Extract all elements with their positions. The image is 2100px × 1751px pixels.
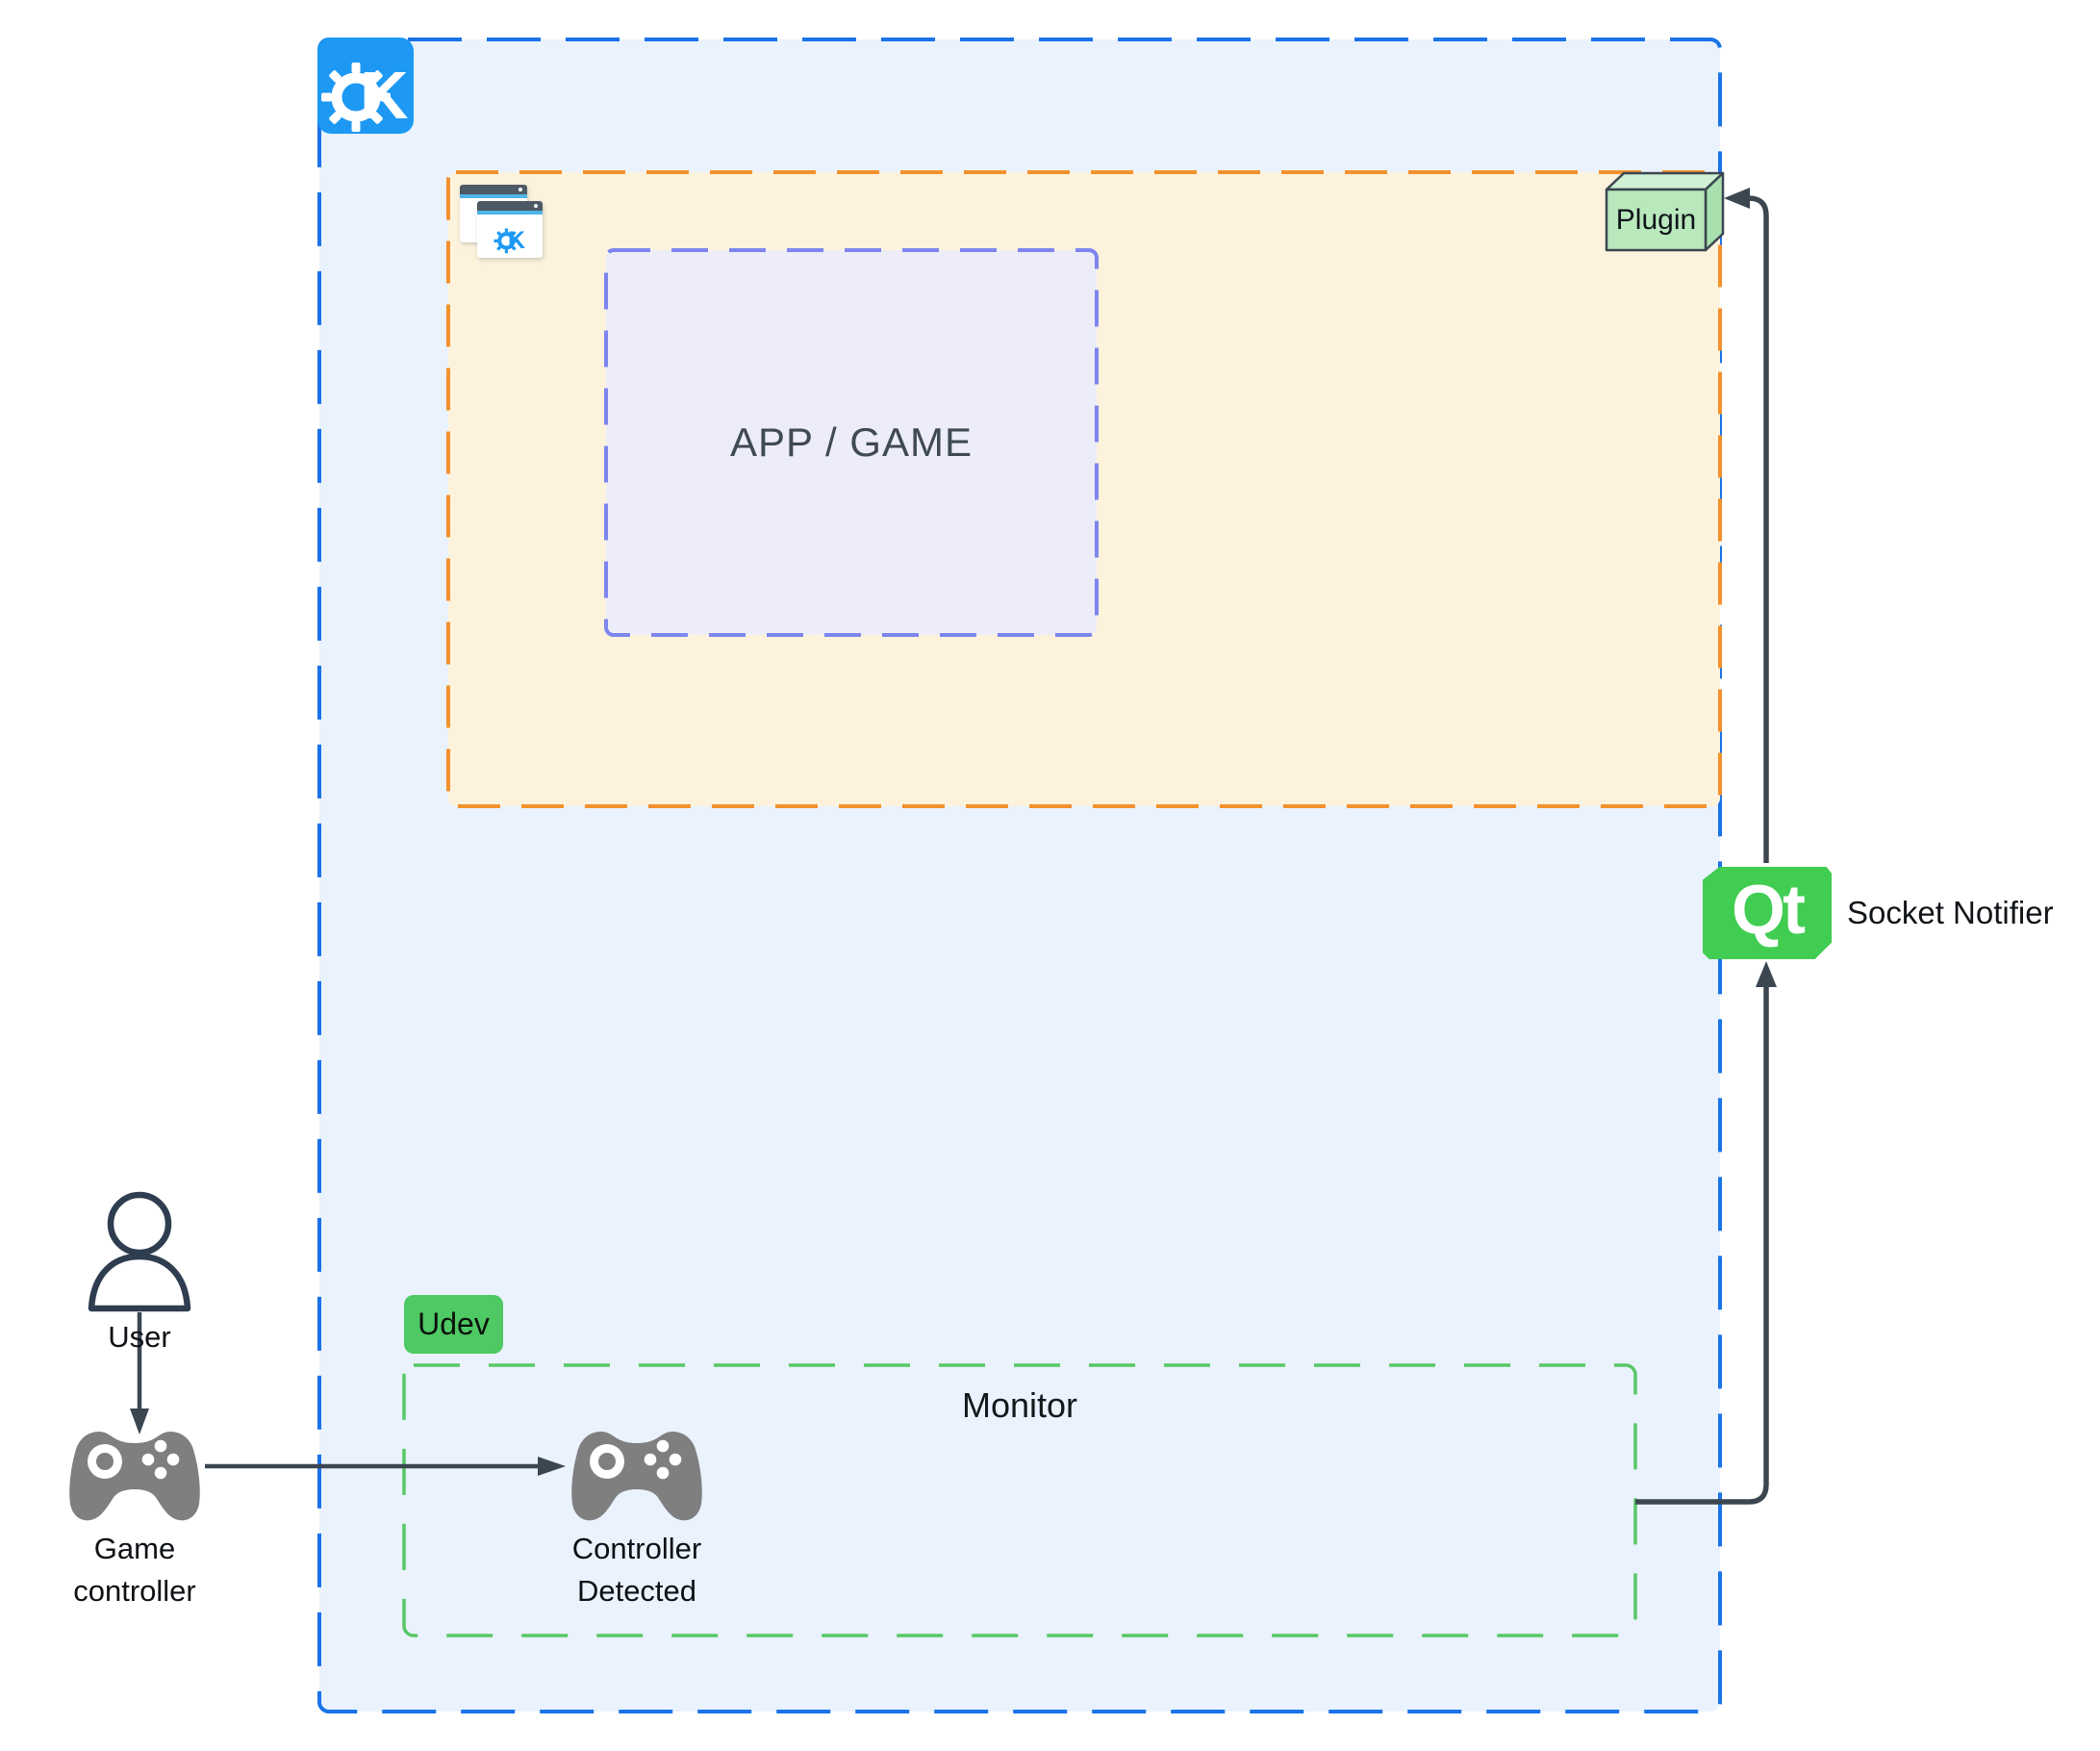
udev-badge: Udev <box>404 1295 503 1354</box>
kde-logo-letter-mini: K <box>508 227 525 254</box>
app-game-label: APP / GAME <box>730 419 973 465</box>
arrowhead-left-icon <box>1724 188 1750 209</box>
window-front: K <box>477 201 543 258</box>
kde-window-icon: K <box>460 185 548 262</box>
kde-logo-icon: K <box>317 38 414 134</box>
user-label: User <box>108 1320 171 1354</box>
game-controller-label-line1: Game <box>93 1532 176 1565</box>
controller-detected-label-line1: Controller <box>571 1532 702 1565</box>
window-accent-line <box>460 194 527 198</box>
plugin-box-top-face <box>1605 171 1725 191</box>
window-button-icon <box>519 188 522 191</box>
qt-logo-icon: Qt <box>1703 867 1832 959</box>
window-body: K <box>477 215 543 258</box>
user-icon <box>88 1191 191 1312</box>
socket-notifier-label: Socket Notifier <box>1847 895 2054 930</box>
window-button-icon <box>534 204 538 208</box>
qt-logo-text: Qt <box>1732 872 1806 949</box>
controller-detected-label-line2: Detected <box>576 1574 697 1608</box>
window-accent-line <box>477 211 543 215</box>
gamepad-icon <box>69 1432 200 1521</box>
arrowhead-right-icon <box>538 1457 566 1476</box>
connector-monitor-to-socket-notifier <box>1635 985 1769 1505</box>
game-controller-label-line2: controller <box>73 1574 196 1608</box>
app-game-box <box>604 248 1099 637</box>
window-titlebar <box>477 201 543 211</box>
plugin-3d-box <box>1605 171 1725 252</box>
kde-gear-k-glyph: K <box>321 58 409 133</box>
plugin-label: Plugin <box>1615 203 1697 236</box>
arrowhead-down-icon <box>130 1408 149 1434</box>
monitor-label: Monitor <box>961 1385 1078 1425</box>
kde-logo-letter: K <box>360 58 409 133</box>
kde-gear-k-mini-icon: K <box>493 227 525 254</box>
controller-detected-label: Controller Detected <box>550 1528 723 1612</box>
arrowhead-up-icon <box>1756 961 1777 987</box>
plugin-box-front-face <box>1605 188 1708 252</box>
window-titlebar <box>460 185 527 194</box>
connector-socket-notifier-to-plugin <box>1748 195 1769 863</box>
game-controller-label: Game controller <box>48 1528 221 1612</box>
